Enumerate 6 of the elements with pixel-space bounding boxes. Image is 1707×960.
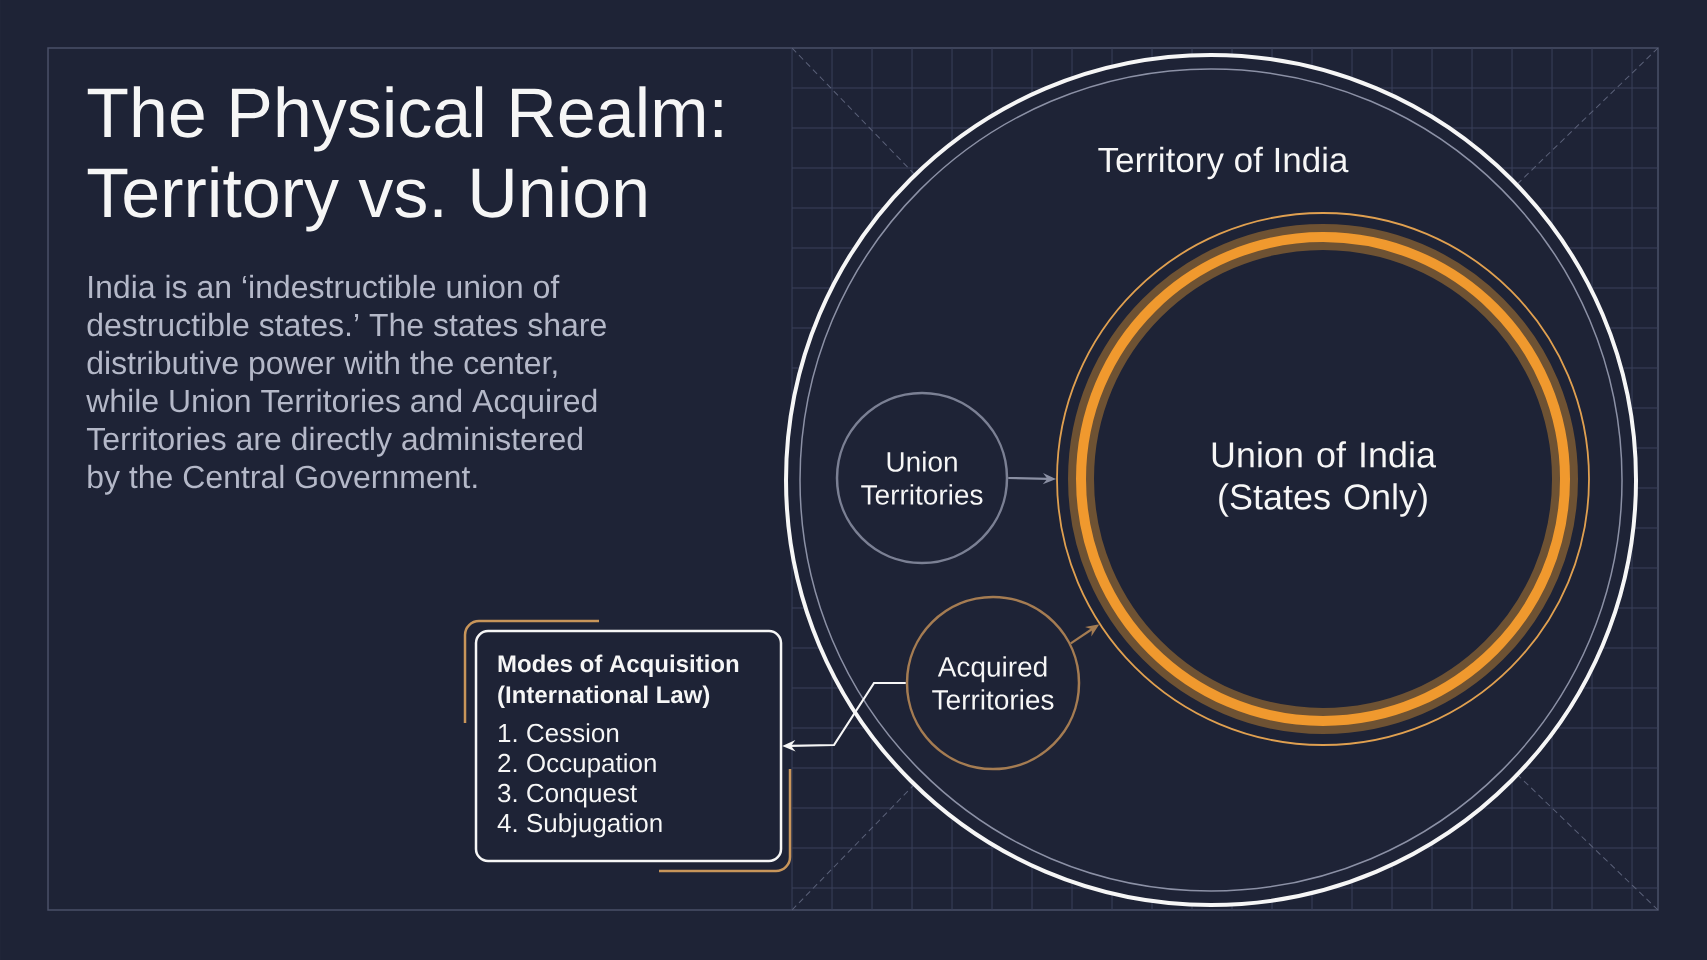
- circle-node: Acquired Territories: [905, 595, 1081, 771]
- list-box: Modes of Acquisition (International Law) 1. Cession 2. Occupation 3. Conquest 4. Subjugation: [474, 629, 783, 863]
- title: The Physical Realm: Territory vs. Union: [87, 86, 722, 232]
- node-label: Territory of India: [1098, 146, 1349, 180]
- body-text: India is an ‘indestructible union of destructible states.’ The states share distributive power with the center, while Union Territories and Acquired Territories are directly administered by the Central Government.: [86, 274, 606, 495]
- circle-node: Union Territories: [835, 391, 1009, 565]
